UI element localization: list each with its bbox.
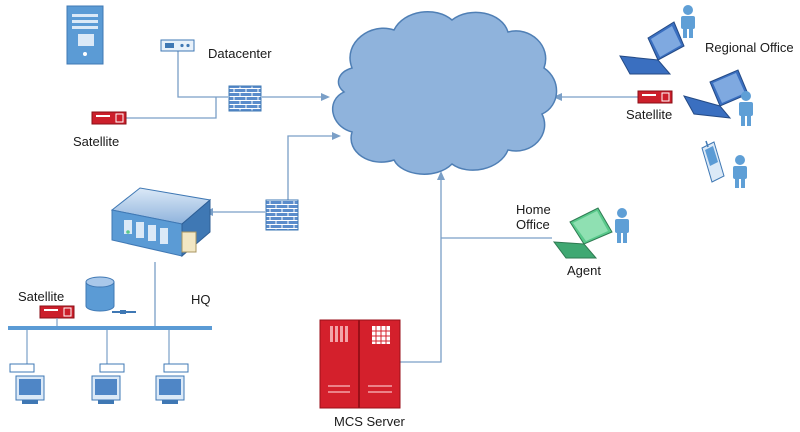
person-icon	[733, 155, 747, 188]
workstation-icon	[91, 363, 125, 404]
firewall-icon	[265, 199, 299, 231]
satellite-regional-label: Satellite	[626, 107, 672, 122]
person-icon	[615, 208, 629, 243]
satellite-device-icon	[91, 111, 127, 125]
phone-icon	[701, 140, 725, 183]
link-mcs-cloud	[400, 175, 442, 363]
workstation-icon	[9, 363, 45, 404]
laptop-icon	[619, 21, 685, 75]
laptop-icon	[552, 207, 613, 259]
usb-cable-icon	[112, 310, 136, 314]
hq-label: HQ	[191, 292, 211, 307]
workstation-icon	[155, 363, 189, 404]
hq-server-icon	[110, 187, 212, 258]
database-icon	[85, 276, 115, 312]
regional-office-label: Regional Office	[705, 40, 794, 55]
server-tower-icon	[66, 5, 104, 65]
home-office-label-line2: Office	[516, 217, 550, 232]
agent-label: Agent	[567, 263, 601, 278]
mcs-server-label: MCS Server	[334, 414, 405, 429]
connection-lines	[126, 50, 638, 363]
mcs-server-icon	[319, 319, 401, 409]
satellite-device-icon	[39, 305, 75, 319]
person-icon	[681, 5, 695, 38]
cloud-icon	[331, 11, 558, 175]
arrow-mcs	[437, 171, 445, 180]
link-hq-cloud	[287, 135, 337, 200]
lan-bus	[8, 318, 212, 364]
modem-icon	[160, 39, 195, 52]
link-datacenter-satellite	[126, 97, 217, 119]
laptop-icon	[682, 69, 749, 119]
satellite-hq-label: Satellite	[18, 289, 64, 304]
arrow-datacenter	[321, 93, 330, 101]
person-icon	[739, 91, 753, 126]
satellite-datacenter-label: Satellite	[73, 134, 119, 149]
satellite-device-icon	[637, 90, 673, 104]
arrow-regional	[553, 93, 562, 101]
firewall-icon	[228, 85, 262, 112]
arrow-hq-cloud	[332, 132, 341, 140]
home-office-label-line1: Home	[516, 202, 551, 217]
link-datacenter-modem	[177, 50, 228, 98]
datacenter-label: Datacenter	[208, 46, 272, 61]
